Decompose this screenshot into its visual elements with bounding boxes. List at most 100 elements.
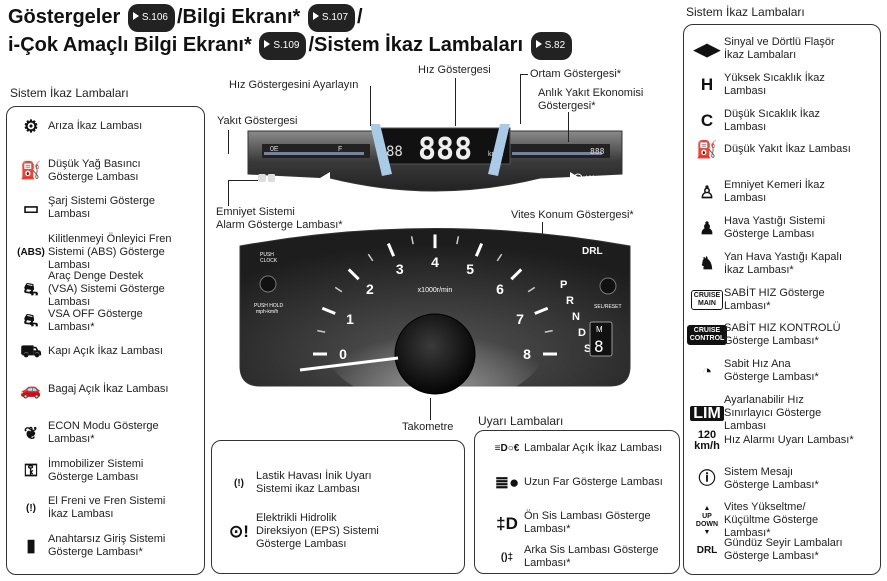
indicator-label: ECON Modu Gösterge Lambası* — [48, 420, 159, 445]
indicator-item: ⛐Araç Denge Destek (VSA) Sistemi Gösterg… — [14, 270, 204, 309]
tacho-tick-label: 1 — [346, 311, 354, 327]
eps-steering-icon: ⊙! — [229, 522, 249, 541]
indicator-item: 🚗 Bagaj Açık İkaz Lambası — [14, 379, 204, 399]
indicator-label: SABİT HIZ KONTROLÜ Gösterge Lambası* — [724, 322, 841, 348]
tacho-tick-label: 2 — [366, 281, 374, 297]
indicator-label: VSA OFF Gösterge Lambası* — [48, 307, 143, 333]
indicator-label: Arıza İkaz Lambası — [48, 120, 143, 132]
sel-reset-knob[interactable] — [599, 277, 617, 295]
leader-line — [370, 86, 371, 126]
tacho-major-tick — [386, 242, 396, 257]
page-ref-badge[interactable]: S.107 — [307, 4, 356, 32]
lim-icon: LIM — [690, 406, 724, 422]
indicator-label: Araç Denge Destek (VSA) Sistemi Gösterge… — [48, 270, 165, 308]
push-clock-knob[interactable] — [259, 275, 277, 293]
left-bar-strip — [370, 124, 392, 176]
page-ref-badge[interactable]: S.109 — [259, 32, 307, 60]
indicator-item: (!) El Freni ve Fren Sistemi İkaz Lambası — [14, 495, 204, 521]
indicator-item: ▭ Şarj Sistemi Gösterge Lambası — [14, 195, 204, 221]
brake-icon: (!) — [26, 502, 36, 514]
page-title-line2: i-Çok Amaçlı Bilgi Ekranı* S.109/Sistem … — [8, 32, 574, 60]
indicator-label: Sabit Hız Ana Gösterge Lambası* — [724, 358, 819, 384]
page-ref-badge[interactable]: S.82 — [530, 32, 573, 60]
indicator-label: Düşük Yakıt İkaz Lambası — [724, 143, 851, 156]
right-section-heading: Sistem İkaz Lambaları — [686, 5, 805, 19]
tachometer-needle — [299, 356, 399, 372]
right-bar-strip — [488, 124, 510, 176]
title-text: / — [357, 6, 363, 28]
trip-bar-segments — [512, 152, 602, 155]
indicator-item: ⚿İmmobilizer Sistemi Gösterge Lambası — [14, 458, 204, 484]
cruise-main-icon: CRUISE MAIN — [690, 289, 724, 310]
keyless-icon: ▮ — [26, 536, 36, 555]
indicator-label: Ön Sis Lambası Gösterge Lambası* — [524, 510, 651, 535]
title-text: i-Çok Amaçlı Bilgi Ekranı* — [8, 34, 252, 56]
indicator-label: El Freni ve Fren Sistemi İkaz Lambası — [48, 495, 166, 520]
indicator-label: Bagaj Açık İkaz Lambası — [48, 382, 169, 395]
page-ref-badge[interactable]: S.106 — [127, 4, 175, 32]
indicator-item: ▲ UP DOWN ▼Vites Yükseltme/ Küçültme Gös… — [690, 501, 880, 540]
tacho-tick-label: 3 — [396, 261, 404, 277]
gear-letter: S — [584, 343, 591, 355]
trip-digits: 888 — [590, 147, 605, 156]
indicator-label: Şarj Sistemi Gösterge Lambası — [48, 195, 155, 220]
gear-letter: P — [560, 279, 567, 291]
info-lamp — [573, 173, 583, 183]
callout-fuel-gauge: Yakıt Göstergesi — [217, 115, 298, 127]
engine-icon: ⚙ — [23, 117, 39, 136]
tacho-tick-label: 8 — [523, 346, 531, 362]
leader-line — [455, 78, 456, 126]
speed-alarm-icon: 120 km/h — [694, 428, 720, 452]
turn-left-arrow — [320, 172, 330, 184]
cruise-control-icon: CRUISE CONTROL — [686, 325, 728, 346]
cruise-control-icon-badge: CRUISE CONTROL — [686, 325, 728, 346]
indicator-label: Anahtarsız Giriş Sistemi Gösterge Lambas… — [48, 532, 166, 558]
high-temp-icon: H — [700, 75, 714, 95]
tacho-minor-tick — [496, 253, 503, 262]
indicator-item: (!)Lastik Havası İnik Uyarı Sistemi ikaz… — [222, 470, 462, 496]
shift-indicator-icon: ▲ UP DOWN ▼ — [695, 504, 719, 536]
leader-line — [228, 180, 258, 181]
indicator-item: ⛽Düşük Yakıt İkaz Lambası — [690, 141, 880, 158]
manual-gear-digit: 8 — [594, 337, 604, 356]
indicator-label: Vites Yükseltme/ Küçültme Gösterge Lamba… — [724, 501, 819, 540]
push-clock-label: PUSH — [260, 252, 274, 258]
tacho-minor-tick — [456, 236, 460, 245]
fuel-bar-segments — [264, 152, 364, 155]
tacho-major-tick — [474, 242, 484, 257]
battery-icon: ▭ — [22, 198, 40, 218]
trunk-open-icon: 🚗 — [20, 379, 42, 399]
high-beam-icon: ≣● — [494, 473, 520, 492]
tacho-minor-tick — [527, 286, 536, 293]
page-ref-text: S.82 — [544, 40, 566, 51]
tacho-tick-label: 5 — [466, 261, 474, 277]
push-clock-label-2: CLOCK — [260, 258, 278, 264]
airbag-icon: ♟ — [699, 218, 715, 238]
rear-fog-icon: ()‡ — [500, 551, 514, 563]
indicator-label: İmmobilizer Sistemi Gösterge Lambası — [48, 457, 144, 483]
right-indicator-box — [683, 24, 881, 575]
econ-leaf-icon: ❦ — [23, 423, 39, 443]
indicator-item: (ABS)Kilitlenmeyi Önleyici Fren Sistemi … — [14, 233, 204, 272]
left-section-heading: Sistem İkaz Lambaları — [10, 86, 129, 100]
indicator-item: ◔Sabit Hız Ana Gösterge Lambası* — [690, 358, 880, 384]
indicator-item: ≣●Uzun Far Gösterge Lambası — [490, 473, 680, 492]
indicator-label: Lastik Havası İnik Uyarı Sistemi ikaz La… — [256, 470, 372, 495]
indicator-label: Emniyet Kemeri İkaz Lambası — [724, 179, 825, 205]
front-fog-icon: ‡D — [496, 513, 518, 533]
tacho-unit-label: x1000r/min — [418, 287, 453, 294]
indicator-label: Yüksek Sıcaklık İkaz Lambası — [724, 71, 825, 97]
manual-gear-display — [589, 321, 613, 357]
indicator-label: Arka Sis Lambası Gösterge Lambası* — [524, 544, 659, 569]
indicator-item: ▮ Anahtarsız Giriş Sistemi Gösterge Lamba… — [14, 533, 204, 559]
indicator-item: ‡D Ön Sis Lambası Gösterge Lambası* — [490, 510, 680, 536]
title-text: /Bilgi Ekranı* — [176, 6, 301, 28]
lights-on-icon: ≡D○€ — [494, 443, 520, 454]
